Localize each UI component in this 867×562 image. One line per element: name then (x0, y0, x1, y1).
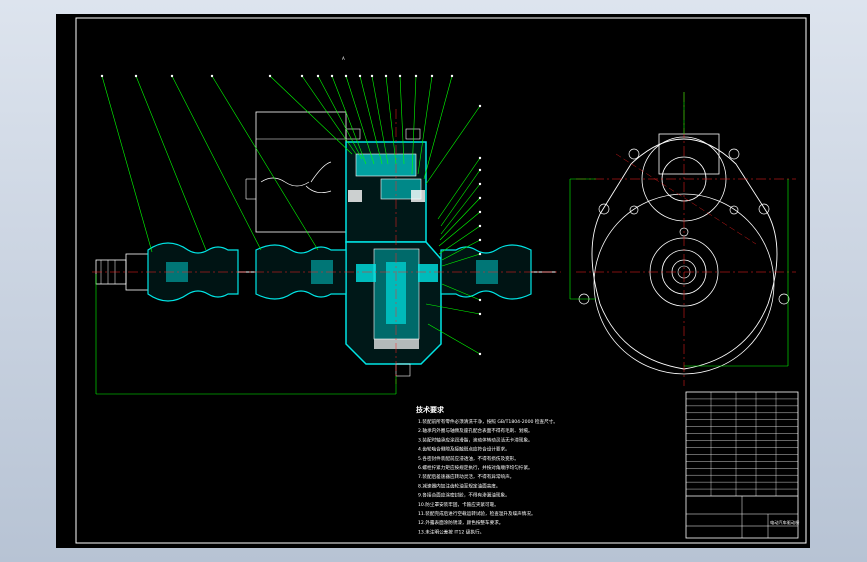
note-line: 10.防尘罩安装牢固，卡箍应夹紧可靠。 (418, 501, 499, 508)
drawing-sheet[interactable]: A (56, 14, 810, 548)
notes-title: 技术要求 (416, 405, 445, 414)
section-mark: A (342, 56, 345, 61)
note-line: 1.装配前所有零件必须清洗干净，按照 GB/T1804-2000 检查尺寸。 (418, 418, 558, 425)
callout-leaders (95, 75, 481, 395)
drawing-svg: A (75, 17, 807, 544)
note-line: 7.装配后差速器应转动灵活，不得有异常响声。 (418, 473, 514, 480)
note-line: 2.轴承内外圈与轴颈及座孔配合表面不得有毛刺、划痕。 (418, 427, 533, 434)
housing-circle (593, 193, 775, 375)
dimension-lines (569, 92, 789, 367)
callout-markers (100, 74, 482, 356)
motor-housing (255, 111, 347, 233)
left-outer-cv-boot (147, 242, 239, 302)
note-line: 13.未注明公差按 IT12 级执行。 (418, 528, 484, 535)
axle-section-view (92, 74, 561, 395)
left-inner-cv-boot (255, 244, 347, 300)
side-view (569, 92, 796, 386)
note-line: 8.减速器内加注齿轮油至规定油面高度。 (418, 482, 500, 489)
drawing-name: 电动汽车驱动桥 (770, 519, 800, 526)
title-block: 电动汽车驱动桥 (685, 391, 800, 539)
housing-outline (591, 138, 778, 370)
note-line: 9.各接合面应涂密封胶，不得有渗漏油现象。 (418, 492, 510, 499)
note-line: 4.齿轮啮合侧隙及接触斑点应符合设计要求。 (418, 446, 510, 453)
note-line: 11.装配完成后进行空载运转试验，检查温升及噪声情况。 (418, 510, 536, 517)
technical-notes: 技术要求 1.装配前所有零件必须清洗干净，按照 GB/T1804-2000 检查… (416, 405, 558, 535)
note-line: 5.各密封件装配前应浸透油，不得有损伤及变形。 (418, 455, 519, 462)
note-line: 3.装配时轴承应涂润滑脂，滚动体转动灵活无卡滞现象。 (418, 436, 533, 443)
note-line: 6.螺栓拧紧力矩应按规定执行，并按对角顺序均匀拧紧。 (418, 464, 533, 471)
inner-frame (75, 17, 807, 544)
note-line: 12.外露表面涂防锈漆，颜色按整车要求。 (418, 519, 503, 526)
input-gear (355, 153, 417, 177)
